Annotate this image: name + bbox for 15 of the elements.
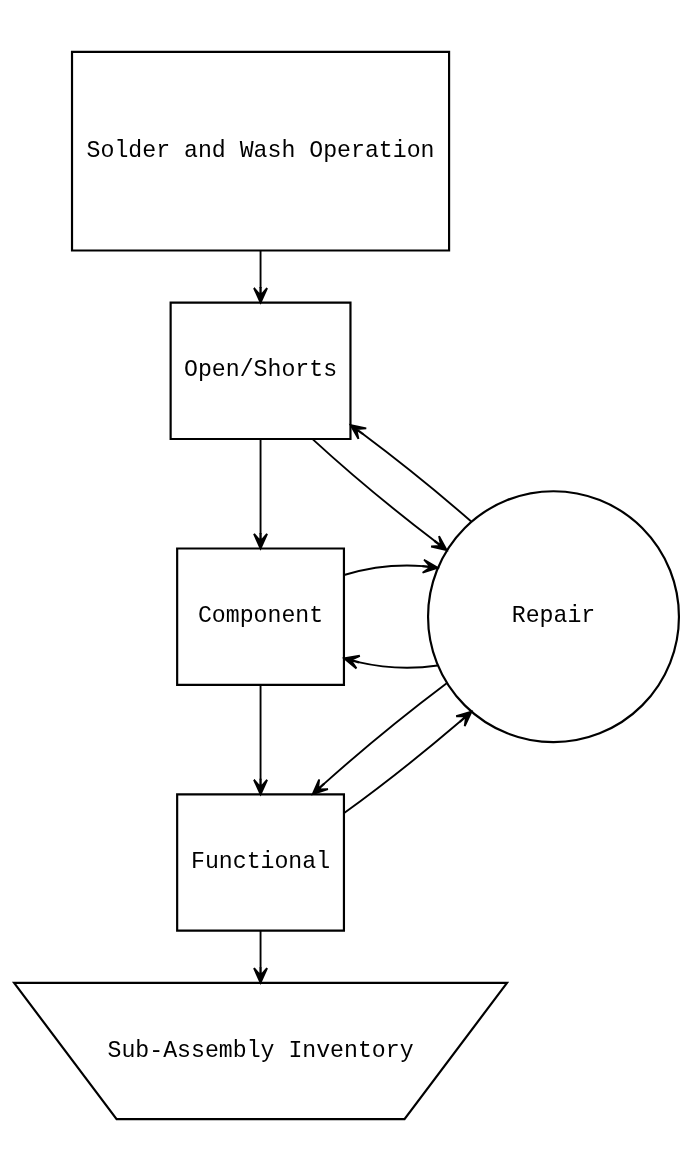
arrow bbox=[311, 438, 448, 552]
node-box: Functional bbox=[176, 793, 346, 932]
arrow bbox=[253, 684, 269, 796]
arrow bbox=[311, 682, 448, 796]
node-circle: Repair bbox=[426, 490, 681, 744]
arrow bbox=[253, 249, 269, 304]
node-box: Solder and Wash Operation bbox=[70, 50, 451, 252]
arrow bbox=[253, 930, 269, 984]
arrow bbox=[253, 438, 269, 550]
node-box: Component bbox=[176, 547, 346, 686]
arrow bbox=[343, 654, 439, 670]
arrow bbox=[349, 424, 473, 523]
arrow bbox=[343, 558, 439, 576]
node-box: Open/Shorts bbox=[169, 301, 352, 441]
arrow bbox=[343, 710, 473, 814]
